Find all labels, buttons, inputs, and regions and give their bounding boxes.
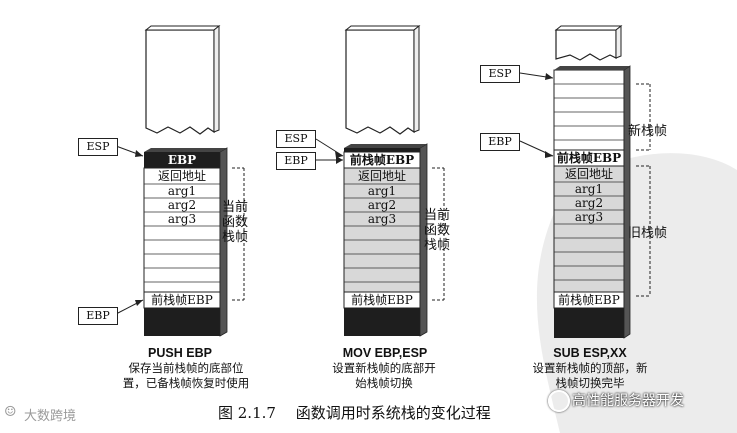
panel-1-slot-return: 返回地址	[144, 168, 220, 185]
panel-3-new-frame-label: 新栈帧	[628, 120, 667, 139]
panel-3-slot-arg2: arg2	[554, 196, 624, 210]
panel-2-slot-arg2: arg2	[344, 198, 420, 212]
panel-1-caption: PUSH EBP	[120, 346, 240, 360]
panel-3-slot-arg1: arg1	[554, 182, 624, 196]
panel-2-slot-prev-ebp: 前栈帧EBP	[344, 292, 420, 308]
panel-2-ebp-pointer: EBP	[276, 152, 316, 170]
panel-2-slot-prev-ebp-top: 前栈帧EBP	[344, 152, 420, 168]
panel-1-slot-arg2: arg2	[144, 198, 220, 212]
panel-1-slot-arg3: arg3	[144, 212, 220, 226]
panel-3-slot-prev-ebp: 前栈帧EBP	[554, 292, 624, 308]
panel-3-description: 设置新栈帧的顶部，新栈帧切换完毕	[532, 361, 648, 391]
wechat-logo-icon	[548, 390, 570, 412]
panel-3-esp-pointer: ESP	[480, 65, 520, 83]
panel-1-slot-arg1: arg1	[144, 184, 220, 198]
panel-3-old-frame-label: 旧栈帧	[628, 222, 667, 241]
panel-2-slot-arg1: arg1	[344, 184, 420, 198]
panel-2-slot-return: 返回地址	[344, 168, 420, 185]
figure-caption: 图 2.1.7 函数调用时系统栈的变化过程	[218, 402, 491, 423]
watermark-left: 大数跨境	[24, 405, 76, 424]
panel-3-slot-arg3: arg3	[554, 210, 624, 224]
panel-3-caption: SUB ESP,XX	[530, 346, 650, 360]
panel-2-description: 设置新栈帧的底部开始栈帧切换	[330, 361, 438, 391]
panel-1-description: 保存当前栈帧的底部位置，已备栈帧恢复时使用	[120, 361, 252, 391]
panel-2-esp-pointer: ESP	[276, 130, 316, 148]
wechat-icon: ☺	[4, 404, 17, 420]
panel-3-ebp-pointer: EBP	[480, 133, 520, 151]
panel-3-slot-return: 返回地址	[554, 166, 624, 183]
panel-1-esp-pointer: ESP	[78, 138, 118, 156]
panel-2-slot-arg3: arg3	[344, 212, 420, 226]
panel-3-slot-prev-ebp-top: 前栈帧EBP	[554, 150, 624, 166]
panel-2-frame-label: 当前函数栈帧	[424, 208, 460, 253]
panel-2-caption: MOV EBP,ESP	[325, 346, 445, 360]
watermark-right: 高性能服务器开发	[572, 390, 684, 410]
panel-1-frame-label: 当前函数栈帧	[222, 200, 256, 245]
panel-1-slot-prev-ebp: 前栈帧EBP	[144, 292, 220, 308]
panel-1-ebp-pointer: EBP	[78, 307, 118, 325]
panel-1-slot-ebp: EBP	[144, 152, 220, 168]
